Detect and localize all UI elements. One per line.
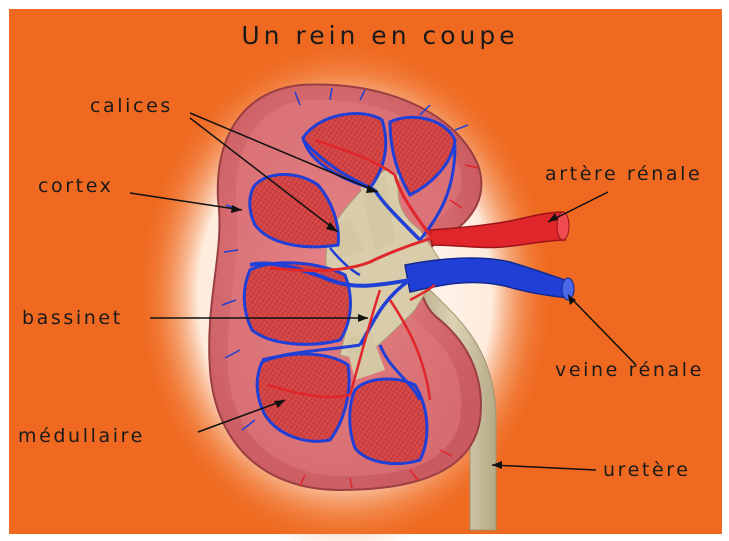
label-medullaire: médullaire: [18, 425, 145, 447]
pyramid-4: [244, 263, 350, 344]
leader-uretere: [492, 465, 596, 470]
leader-veine: [568, 295, 636, 365]
label-cortex: cortex: [38, 175, 114, 197]
label-artere-renale: artère rénale: [545, 163, 702, 185]
label-bassinet: bassinet: [22, 307, 123, 329]
diagram-title: Un rein en coupe: [241, 21, 518, 50]
label-uretere: uretère: [603, 459, 691, 481]
label-veine-renale: veine rénale: [555, 359, 704, 381]
label-calices: calices: [90, 95, 173, 117]
leader-artere: [548, 192, 608, 222]
